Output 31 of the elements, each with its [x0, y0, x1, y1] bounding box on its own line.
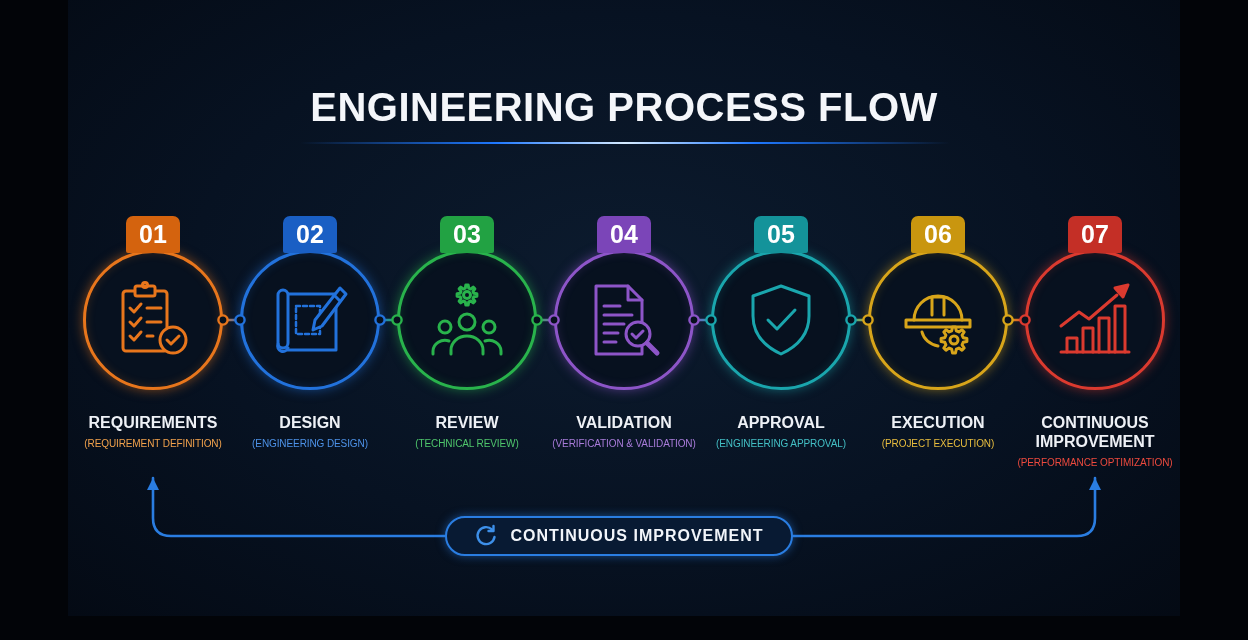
step-subtitle: (ENGINEERING APPROVAL)	[716, 437, 846, 450]
step-title: EXECUTION	[891, 413, 985, 432]
step-number-badge: 02	[283, 216, 337, 253]
step-title: VALIDATION	[576, 413, 672, 432]
step-subtitle: (ENGINEERING DESIGN)	[252, 437, 368, 450]
step-number-badge: 01	[126, 216, 180, 253]
step-number-badge: 06	[911, 216, 965, 253]
step-title: REQUIREMENTS	[88, 413, 218, 432]
ring-connector	[688, 314, 717, 326]
ring-connector	[374, 314, 403, 326]
ring-connector	[531, 314, 560, 326]
ring-connector	[217, 314, 246, 326]
step-subtitle: (PERFORMANCE OPTIMIZATION)	[1017, 456, 1173, 469]
step-subtitle: (REQUIREMENT DEFINITION)	[84, 437, 222, 450]
step-title: REVIEW	[435, 413, 499, 432]
step-number-badge: 07	[1068, 216, 1122, 253]
step-number-badge: 04	[597, 216, 651, 253]
loop-label: CONTINUOUS IMPROVEMENT	[510, 527, 764, 545]
ring-connector	[1002, 314, 1031, 326]
step-title: DESIGN	[279, 413, 341, 432]
step-number-badge: 05	[754, 216, 808, 253]
step-subtitle: (TECHNICAL REVIEW)	[415, 437, 519, 450]
step-title: APPROVAL	[737, 413, 825, 432]
step-subtitle: (PROJECT EXECUTION)	[881, 437, 995, 450]
step-subtitle: (VERIFICATION & VALIDATION)	[552, 437, 696, 450]
arrow	[147, 476, 447, 538]
step-title: CONTINUOUS IMPROVEMENT	[1034, 413, 1156, 451]
arrow	[791, 476, 1101, 538]
ring-connector	[845, 314, 874, 326]
step-number-badge: 03	[440, 216, 494, 253]
title: ENGINEERING PROCESS FLOW	[310, 84, 938, 131]
